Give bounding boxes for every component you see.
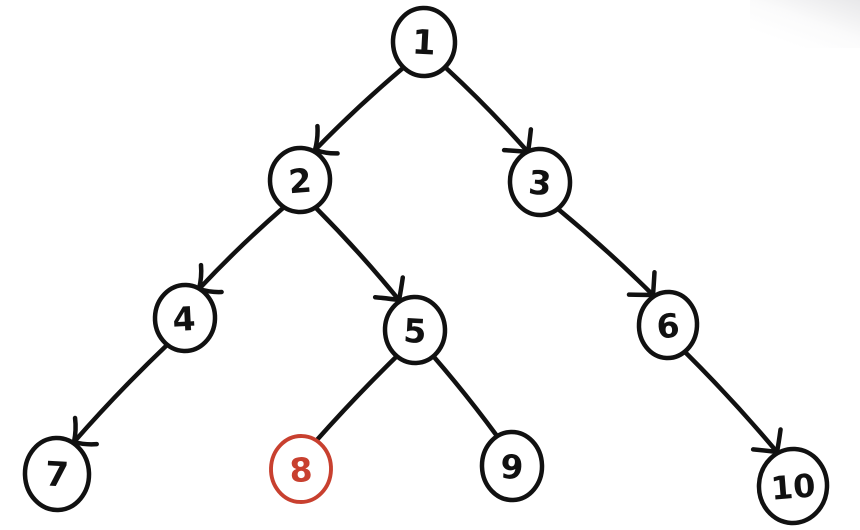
edge-3-to-6 [555,206,657,298]
node-5[interactable]: 5 [382,294,448,366]
edge-line [312,65,406,153]
edge-line [313,354,399,444]
edges-layer [71,65,783,455]
node-circle[interactable] [479,429,545,503]
node-label: 1 [411,22,437,63]
arrowhead-icon [626,269,657,298]
edge-line [196,205,286,292]
node-circle[interactable] [152,282,218,354]
edge-line [555,206,656,298]
node-label: 3 [527,163,553,204]
node-circle[interactable] [636,289,700,361]
node-label: 7 [44,454,70,495]
node-9[interactable]: 9 [479,429,545,503]
edge-5-to-9 [431,354,500,439]
edge-1-to-3 [443,65,534,155]
node-1[interactable]: 1 [390,5,458,79]
node-4[interactable]: 4 [152,282,218,354]
node-circle[interactable] [756,446,830,526]
node-10[interactable]: 10 [756,446,830,526]
edge-4-to-7 [71,343,169,447]
node-3[interactable]: 3 [507,146,573,218]
node-circle[interactable] [269,434,333,504]
edge-line [683,350,780,455]
node-label: 8 [289,450,314,490]
edge-1-to-2 [312,65,406,156]
arrowhead-icon [372,275,406,303]
node-label: 4 [172,299,197,339]
node-label: 2 [287,161,313,202]
node-2[interactable]: 2 [267,145,333,215]
arrowhead-icon [750,427,783,455]
edge-2-to-5 [313,205,406,303]
edge-2-to-4 [196,205,286,295]
node-8[interactable]: 8 [269,434,333,504]
node-label: 5 [402,311,427,351]
nodes-layer: 1 2 3 4 5 6 7 8 9 10 [22,5,830,526]
arrowhead-icon [312,123,340,156]
node-6[interactable]: 6 [636,289,700,361]
edge-6-to-10 [683,350,783,455]
edge-5-to-8 [313,354,399,444]
node-7[interactable]: 7 [22,435,92,513]
edge-line [443,65,531,155]
node-circle[interactable] [390,5,458,79]
node-label: 6 [655,306,681,347]
node-circle[interactable] [267,145,333,215]
edge-line [431,354,500,439]
node-label: 9 [499,447,524,487]
node-circle[interactable] [382,294,448,366]
edge-line [71,343,169,445]
edge-line [313,205,402,303]
node-label: 10 [769,466,816,507]
node-circle[interactable] [22,435,92,513]
node-circle[interactable] [507,146,573,218]
